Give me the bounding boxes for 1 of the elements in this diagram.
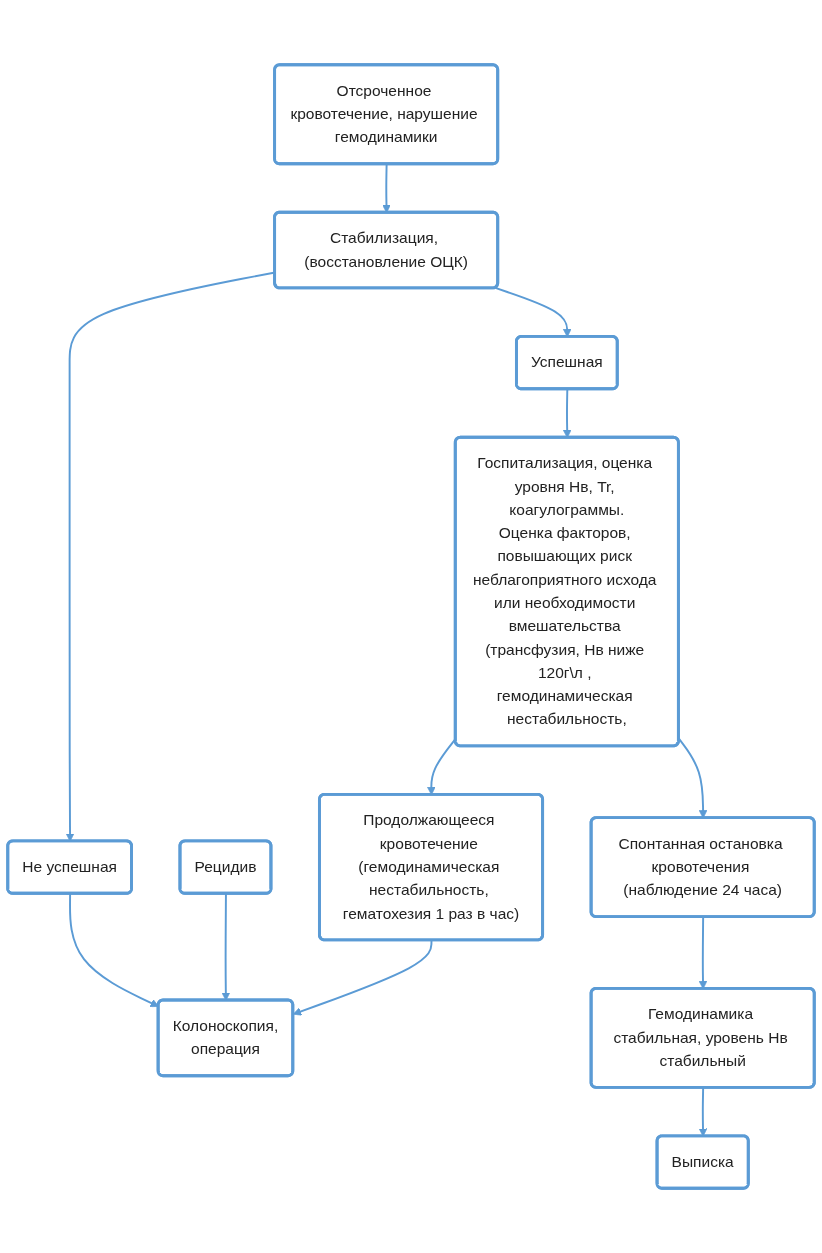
arrow xyxy=(292,939,433,1016)
